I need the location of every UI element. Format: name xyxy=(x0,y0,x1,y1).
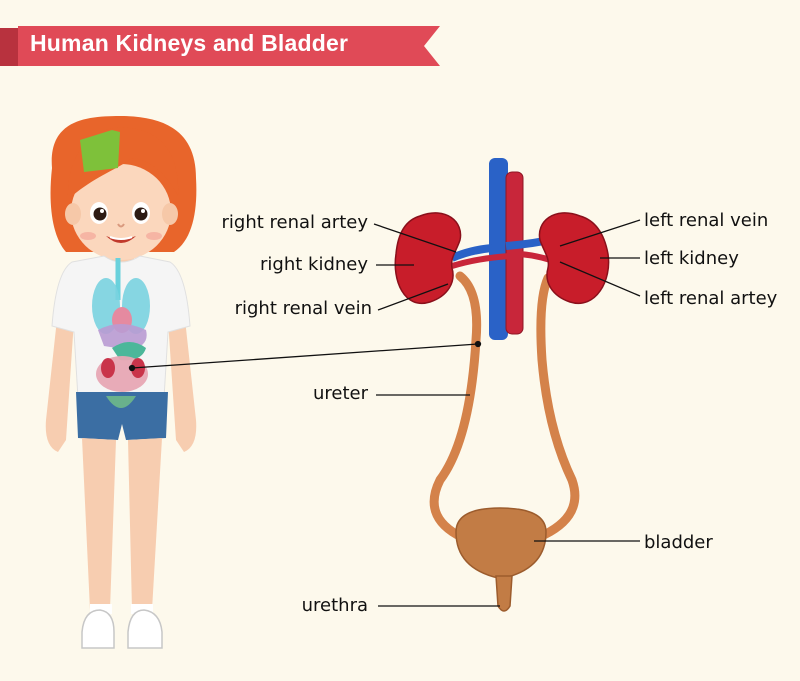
left-kidney-shape xyxy=(538,212,610,305)
label-urethra: urethra xyxy=(301,595,368,616)
leader-lines xyxy=(128,219,641,607)
ureter-right xyxy=(429,271,482,545)
page-title: Human Kidneys and Bladder xyxy=(30,30,349,56)
vena-cava xyxy=(489,158,508,340)
girl-figure xyxy=(45,116,197,649)
label-right-renal-vein: right renal vein xyxy=(234,298,372,319)
right-kidney-shape xyxy=(394,212,462,305)
label-right-kidney: right kidney xyxy=(260,254,368,275)
bladder-shape xyxy=(455,507,547,579)
title-banner xyxy=(0,26,440,66)
label-left-renal-artery: left renal artey xyxy=(644,288,778,309)
label-ureter: ureter xyxy=(312,383,368,404)
urinary-system xyxy=(394,158,610,612)
label-right-renal-artery: right renal artey xyxy=(221,212,368,233)
label-bladder: bladder xyxy=(644,532,713,553)
label-left-kidney: left kidney xyxy=(644,248,739,269)
ureter-left xyxy=(527,273,580,545)
label-left-renal-vein: left renal vein xyxy=(644,210,769,231)
